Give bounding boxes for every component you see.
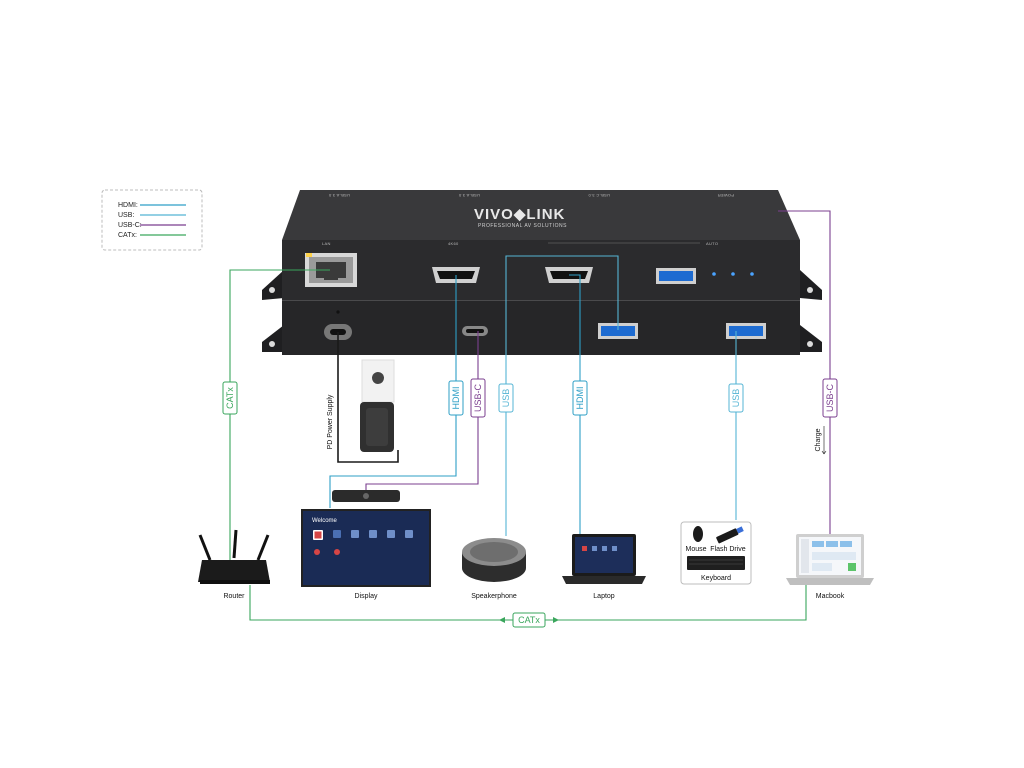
tag-pd-power-label: PD Power Supply [327,394,334,449]
display: Welcome Display [301,490,431,600]
tag-catx-bottom-label: CATx [518,615,540,625]
label-auto: AUTO [706,241,718,246]
status-led-2 [731,272,735,276]
legend-usbc-label: USB-C: [118,222,142,229]
top-label-usb-c: USB-C 3.0 [588,193,610,198]
legend-hdmi-label: HDMI: [118,202,138,209]
top-label-power: POWER [717,193,734,198]
tag-pd-power: PD Power Supply [327,394,334,449]
legend: HDMI: USB: USB-C: CATx: [101,189,203,251]
mouse [693,526,703,542]
hub-front-upper [282,240,800,300]
brand-tagline: PROFESSIONAL AV SOLUTIONS [478,223,567,229]
cable-power [337,332,399,463]
router: Router [198,529,270,600]
flash-drive [716,526,744,544]
legend-catx-label: CATx: [118,232,137,239]
wall-plug [372,372,384,384]
pd-power-supply [360,359,395,452]
brand-logo: VIVO◆LINK [474,206,565,223]
router-label: Router [223,593,245,600]
cable-usbc-macbook [778,210,831,534]
speakerphone: Speakerphone [462,538,526,600]
tag-catx-router-label: CATx [225,387,235,409]
mount-ear-right-top [800,270,822,300]
top-label-usb-a-2: USB-A 3.0 [458,193,480,198]
status-led-3 [750,272,754,276]
keyboard [687,556,745,570]
tag-usb-speaker-label: USB [501,389,511,408]
tag-usbc-display: USB-C [470,378,486,418]
macbook-label: Macbook [816,593,845,600]
cable-catx-router [229,269,330,562]
display-welcome: Welcome [312,518,338,524]
legend-hdmi: HDMI: [118,202,186,209]
tag-charge: Charge [815,426,827,455]
tag-usbc-macbook-label: USB-C [825,384,835,413]
cable-labels: CATx HDMI USB-C USB HDMI USB USB-C Charg… [222,378,838,628]
tag-hdmi-laptop-label: HDMI [575,387,585,410]
speakerphone-label: Speakerphone [471,593,517,600]
mount-ear-left-bottom [262,325,284,352]
tag-usb-keyboard-label: USB [731,389,741,408]
hub-front-lower [282,301,800,355]
label-lan: LAN [322,241,331,246]
keyboard-label: Keyboard [701,575,731,582]
top-label-usb-a-1: USB-A 3.0 [328,193,350,198]
cable-lines [229,210,831,621]
vivolink-hub: USB-A 3.0 USB-A 3.0 USB-C 3.0 POWER VIVO… [262,190,822,355]
status-led-1 [712,272,716,276]
macbook: Macbook [786,534,874,600]
tag-catx-bottom: CATx [499,612,559,628]
reset-pinhole [336,310,340,314]
legend-usb-label: USB: [118,212,134,219]
mount-ear-left-top [262,270,284,300]
label-4k60: 4K60 [448,241,459,246]
flash-drive-label: Flash Drive [710,546,746,553]
usb-c-port-lower[interactable] [462,326,488,336]
laptop: Laptop [562,534,646,600]
mouse-label: Mouse [685,546,706,553]
tag-usb-keyboard: USB [728,383,744,413]
mount-ear-right-bottom [800,325,822,352]
tag-hdmi-laptop: HDMI [572,380,588,416]
tag-usbc-display-label: USB-C [473,384,483,413]
legend-catx: CATx: [118,232,186,239]
legend-usb: USB: [118,212,186,219]
display-screen [301,509,431,587]
legend-usbc: USB-C: [118,222,186,229]
tag-usb-speaker: USB [498,383,514,413]
cable-hdmi-laptop [569,274,581,534]
tag-catx-router: CATx [222,381,238,415]
cable-hdmi-display [329,275,457,508]
tag-hdmi-display-label: HDMI [451,387,461,410]
hub-top-surface [282,190,800,240]
laptop-label: Laptop [593,593,615,600]
usb-a-port-lower-1[interactable] [598,323,638,339]
peripherals: Mouse Flash Drive Keyboard [680,521,752,585]
tag-charge-label: Charge [815,428,822,451]
tag-usbc-macbook: USB-C [822,378,838,418]
display-label: Display [355,593,378,600]
usb-a-port-lower-2[interactable] [726,323,766,339]
usb-a-port-upper[interactable] [656,268,696,284]
tag-hdmi-display: HDMI [448,380,464,416]
